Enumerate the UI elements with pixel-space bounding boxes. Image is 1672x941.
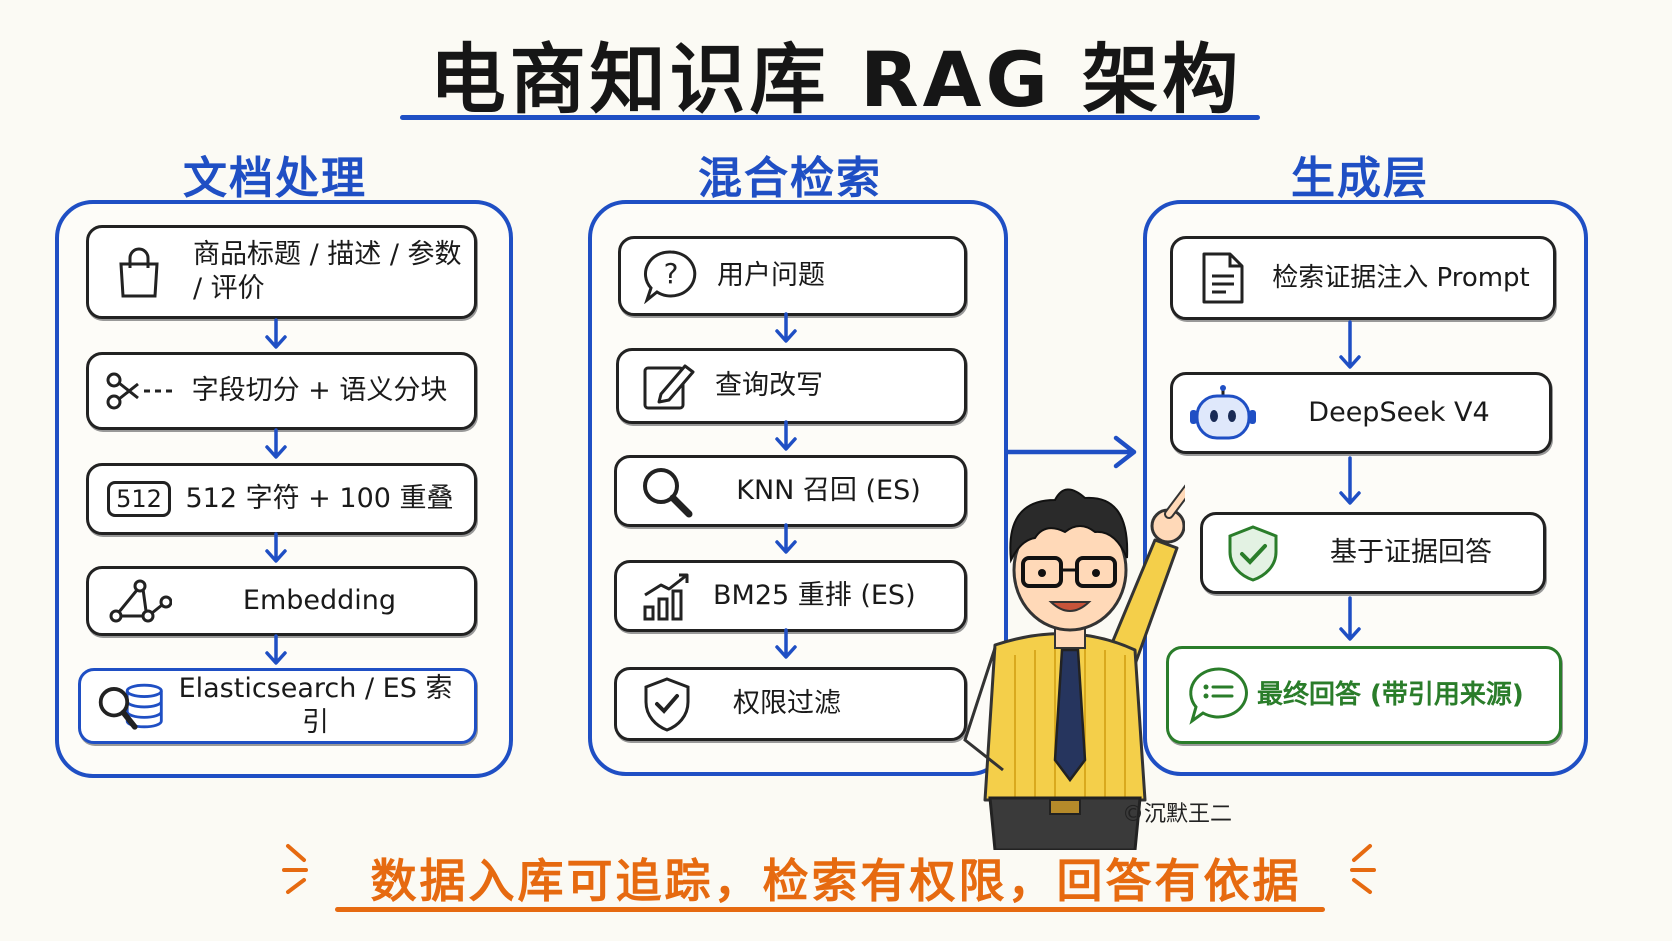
step-label: 查询改写 <box>715 370 823 401</box>
step-query-rewrite: 查询改写 <box>616 348 967 424</box>
heading-document-processing: 文档处理 <box>183 153 367 204</box>
step-label: BM25 重排 (ES) <box>713 580 916 611</box>
step-label: 权限过滤 <box>733 688 841 719</box>
step-user-question: ? 用户问题 <box>618 236 967 316</box>
emphasis-marks-left-icon <box>282 844 308 894</box>
step-label: 字段切分 + 语义分块 <box>191 375 448 406</box>
step-label: KNN 召回 (ES) <box>736 475 921 506</box>
step-label: 基于证据回答 <box>1330 537 1492 568</box>
step-evidence-answer: 基于证据回答 <box>1200 512 1546 594</box>
step-label: 512 字符 + 100 重叠 <box>185 483 454 514</box>
step-llm: DeepSeek V4 <box>1170 372 1552 454</box>
down-arrow-icon <box>265 318 287 349</box>
svg-text:?: ? <box>664 257 679 290</box>
step-product-fields: 商品标题 / 描述 / 参数 / 评价 <box>86 225 477 319</box>
graph-nodes-icon <box>103 573 175 629</box>
heading-hybrid-retrieval: 混合检索 <box>698 153 882 204</box>
step-knn-recall: KNN 召回 (ES) <box>614 455 967 527</box>
database-search-icon <box>95 678 167 734</box>
shopping-bag-icon <box>103 244 175 300</box>
step-prompt-injection: 检索证据注入 Prompt <box>1170 236 1556 320</box>
step-es-index: Elasticsearch / ES 索引 <box>78 668 477 744</box>
edit-pencil-icon <box>633 358 705 414</box>
document-icon <box>1187 250 1259 306</box>
down-arrow-icon <box>1339 596 1361 641</box>
down-arrow-icon <box>775 312 797 343</box>
step-label: 商品标题 / 描述 / 参数 / 评价 <box>193 239 462 304</box>
presenter-character-illustration <box>963 484 1185 850</box>
step-label: 检索证据注入 Prompt <box>1272 263 1530 293</box>
down-arrow-icon <box>775 420 797 451</box>
footer-underline <box>335 907 1325 912</box>
diagram-title: 电商知识库 RAG 架构 <box>429 35 1243 124</box>
step-final-answer: 最终回答 (带引用来源) <box>1166 646 1562 744</box>
step-field-chunking: 字段切分 + 语义分块 <box>86 352 477 430</box>
magnifier-icon <box>631 463 703 519</box>
down-arrow-icon <box>265 428 287 459</box>
down-arrow-icon <box>265 634 287 665</box>
step-embedding: Embedding <box>86 566 477 636</box>
down-arrow-icon <box>1339 456 1361 505</box>
scissors-icon <box>103 363 175 419</box>
shield-icon <box>631 676 703 732</box>
step-label: 用户问题 <box>717 260 825 291</box>
heading-generation-layer: 生成层 <box>1291 153 1429 204</box>
step-chunk-size: 512 512 字符 + 100 重叠 <box>86 463 477 535</box>
chunk-512-icon: 512 <box>103 471 175 527</box>
step-bm25-rerank: BM25 重排 (ES) <box>614 560 967 632</box>
down-arrow-icon <box>775 523 797 554</box>
shield-check-icon <box>1217 525 1289 582</box>
chunk-512-badge: 512 <box>107 481 171 517</box>
right-arrow-icon <box>1004 435 1137 469</box>
robot-icon <box>1187 385 1259 441</box>
down-arrow-icon <box>1339 320 1361 369</box>
step-permission-filter: 权限过滤 <box>614 667 967 741</box>
step-label: Embedding <box>242 585 397 616</box>
chat-bubble-icon <box>1183 667 1255 725</box>
question-bubble-icon: ? <box>635 248 707 304</box>
step-label: 最终回答 (带引用来源) <box>1257 680 1524 710</box>
down-arrow-icon <box>265 532 287 563</box>
summary-footer: 数据入库可追踪，检索有权限，回答有依据 <box>370 854 1302 908</box>
down-arrow-icon <box>775 628 797 659</box>
title-underline <box>400 115 1260 120</box>
emphasis-marks-right-icon <box>1350 844 1376 894</box>
step-label: Elasticsearch / ES 索引 <box>178 673 453 738</box>
step-label: DeepSeek V4 <box>1308 397 1490 428</box>
author-credit: ©沉默王二 <box>1122 802 1233 827</box>
bar-chart-icon <box>631 568 703 624</box>
